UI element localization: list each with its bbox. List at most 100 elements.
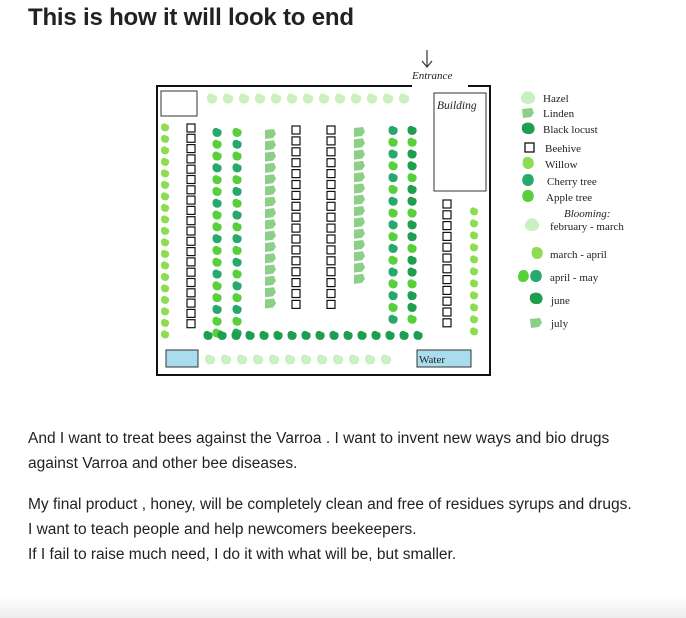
willow: [470, 255, 479, 264]
beehive: [326, 190, 336, 200]
hazel: [333, 354, 344, 365]
beehive: [186, 288, 196, 298]
beehive: [186, 133, 196, 143]
linden: [265, 287, 276, 298]
willow-icon: [531, 247, 543, 259]
beehive: [291, 245, 301, 255]
fruit-tree: [388, 184, 398, 194]
legend-item-cherry-tree: Cherry tree: [522, 174, 597, 188]
beehive: [326, 288, 336, 299]
fruit-tree: [407, 137, 417, 147]
legend-label: Beehive: [545, 143, 581, 155]
legend: Hazel Linden Black locust Beehive Willow…: [518, 91, 624, 330]
linden: [265, 230, 276, 241]
entrance-marker: Entrance: [411, 50, 452, 82]
fruit-tree: [232, 234, 242, 244]
fruit-tree: [232, 151, 242, 161]
beehive: [186, 267, 196, 277]
beehive: [291, 158, 301, 168]
fruit-tree: [232, 293, 242, 303]
willow: [161, 157, 170, 166]
black-locust-icon: [529, 292, 543, 305]
fruit-tree: [388, 243, 398, 253]
legend-item-linden: Linden: [522, 108, 575, 120]
blooming-label: april - may: [550, 272, 599, 284]
blooming-february-march: february - march: [524, 218, 624, 233]
fruit-tree: [212, 139, 222, 149]
beehive: [291, 288, 301, 299]
beehive: [291, 234, 301, 244]
fruit-tree: [407, 184, 417, 194]
willow: [161, 284, 170, 293]
fruit-tree: [232, 198, 242, 208]
fruit-tree: [407, 125, 417, 135]
beehive: [186, 123, 196, 133]
hazel: [383, 93, 394, 104]
black-locust: [287, 330, 297, 340]
black-locust: [301, 330, 311, 340]
fruit-tree: [212, 293, 222, 303]
fruit-tree: [212, 163, 222, 173]
page-heading: This is how it will look to end: [28, 4, 354, 31]
willow: [470, 291, 479, 300]
fruit-tree: [212, 210, 222, 220]
willow: [470, 231, 479, 240]
legend-label: Willow: [545, 159, 578, 171]
willow: [470, 315, 479, 324]
linden: [265, 174, 276, 185]
fruit-tree: [388, 279, 398, 289]
willow: [161, 123, 170, 132]
fruit-tree: [212, 127, 222, 137]
fruit-tree: [407, 255, 417, 265]
beehive: [291, 179, 301, 190]
water-pool-right: [416, 349, 472, 368]
beehive: [186, 195, 196, 205]
hazel: [223, 93, 234, 104]
fruit-tree: [407, 267, 417, 277]
hazel: [399, 93, 410, 104]
fruit-tree: [407, 302, 417, 312]
fruit-tree: [388, 302, 398, 312]
beehive: [326, 256, 336, 266]
fruit-tree: [388, 208, 398, 218]
hazel-icon: [524, 218, 540, 231]
beehive: [442, 210, 452, 220]
storage-box: [160, 90, 198, 117]
beehive: [186, 205, 196, 215]
linden: [354, 127, 365, 137]
beehive: [326, 158, 336, 168]
fruit-tree: [388, 255, 398, 265]
fruit-tree: [407, 161, 417, 171]
beehive: [291, 136, 301, 146]
fruit-tree: [212, 151, 222, 161]
linden: [354, 251, 365, 262]
hazel: [287, 93, 298, 104]
black-locust: [315, 330, 325, 340]
beehive: [326, 267, 336, 277]
linden: [354, 240, 365, 250]
fruit-tree: [407, 243, 417, 253]
beehive: [442, 242, 452, 252]
beehive: [186, 308, 196, 318]
hazel-icon: [520, 91, 536, 104]
apple-tree-icon: [522, 190, 534, 202]
plot-border: [156, 85, 491, 376]
willow: [470, 303, 479, 312]
legend-label: Black locust: [543, 124, 598, 136]
linden: [354, 138, 365, 149]
cherry-tree-icon: [530, 270, 542, 282]
beehive: [442, 264, 452, 274]
black-locust: [399, 330, 409, 340]
fruit-tree: [232, 186, 242, 196]
beehive: [442, 296, 452, 306]
legend-item-willow: Willow: [522, 157, 578, 171]
linden: [354, 206, 365, 217]
fruit-tree: [388, 125, 398, 135]
beehive: [326, 201, 336, 211]
beehive: [442, 307, 452, 317]
beehive: [326, 234, 336, 244]
beehive: [326, 168, 336, 179]
beehive: [326, 223, 336, 233]
linden-icon: [522, 108, 534, 118]
linden: [354, 273, 365, 284]
